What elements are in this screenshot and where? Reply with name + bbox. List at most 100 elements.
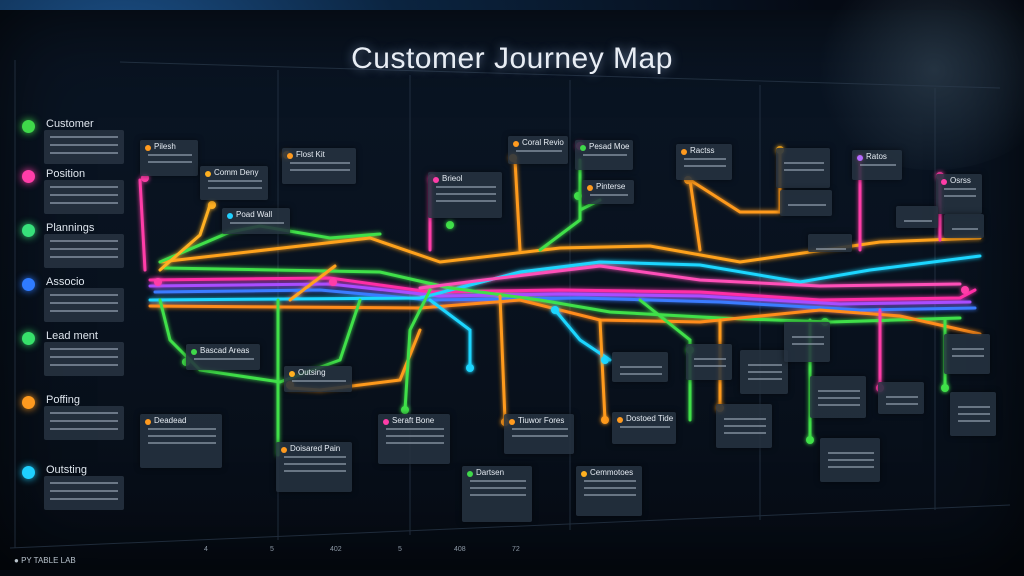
card-title: Coral Revio [522, 138, 564, 147]
status-dot [941, 179, 947, 185]
status-dot [513, 141, 519, 147]
touchpoint-card[interactable]: Osrss [936, 174, 982, 214]
touchpoint-card[interactable]: Pilesh [140, 140, 198, 176]
path-green [163, 266, 962, 324]
touchpoint-card[interactable]: Seraft Bone [378, 414, 450, 464]
status-dot [145, 145, 151, 151]
node[interactable] [154, 278, 162, 286]
status-dot [433, 177, 439, 183]
status-dot [383, 419, 389, 425]
status-dot [289, 371, 295, 377]
node[interactable] [961, 286, 969, 294]
touchpoint-card[interactable]: Ratos [852, 150, 902, 180]
info-panel [686, 344, 732, 380]
touchpoint-card[interactable]: Brieol [428, 172, 502, 218]
info-panel [944, 214, 984, 238]
path-green-rise [538, 158, 582, 252]
touchpoint-card[interactable]: Doisared Pain [276, 442, 352, 492]
status-dot [617, 417, 623, 423]
card-title: Comm Deny [214, 168, 259, 177]
info-panel [716, 404, 772, 448]
info-panel [950, 392, 996, 436]
info-panel [776, 148, 830, 188]
stage-details [44, 234, 124, 268]
card-title: Pilesh [154, 142, 176, 151]
info-panel [820, 438, 880, 482]
status-dot [191, 349, 197, 355]
path-green-drop2 [403, 288, 432, 412]
path-orange-drop2 [498, 294, 507, 422]
touchpoint-card[interactable]: Flost Kit [282, 148, 356, 184]
node[interactable] [208, 201, 216, 209]
axis-tick: 72 [512, 546, 520, 553]
status-dot [227, 213, 233, 219]
stage-dot-icon [22, 332, 35, 345]
card-title: Tiuwor Fores [518, 416, 565, 425]
node[interactable] [601, 356, 609, 364]
touchpoint-card[interactable]: Coral Revio [508, 136, 568, 164]
touchpoint-card[interactable]: Dartsen [462, 466, 532, 522]
axis-tick: 5 [398, 546, 402, 553]
path-orange-rise [513, 158, 522, 252]
node[interactable] [401, 406, 409, 414]
stage-label: Outsting [46, 464, 87, 476]
node[interactable] [466, 364, 474, 372]
path-blue [153, 288, 977, 312]
touchpoint-card[interactable]: Cemmotoes [576, 466, 642, 516]
status-dot [287, 153, 293, 159]
status-dot [145, 419, 151, 425]
stage-dot-icon [22, 170, 35, 183]
axis-tick: 4 [204, 546, 208, 553]
path-orange [158, 236, 982, 264]
touchpoint-card[interactable]: Pinterse [582, 180, 634, 204]
info-panel [784, 322, 830, 362]
touchpoint-card[interactable]: Comm Deny [200, 166, 268, 200]
stage-dot-icon [22, 224, 35, 237]
touchpoint-card[interactable]: Bascad Areas [186, 344, 260, 370]
card-title: Deadead [154, 416, 187, 425]
node[interactable] [446, 221, 454, 229]
stage-label: Customer [46, 118, 94, 130]
path-orange-drop3 [598, 318, 607, 422]
node[interactable] [601, 416, 609, 424]
node[interactable] [329, 278, 337, 286]
axis-tick: 402 [330, 546, 342, 553]
touchpoint-card[interactable]: Deadead [140, 414, 222, 468]
footer-text: PY TABLE LAB [21, 556, 76, 565]
node[interactable] [574, 192, 582, 200]
stage-label: Poffing [46, 394, 81, 406]
status-dot [467, 471, 473, 477]
card-title: Pesad Moe [589, 142, 630, 151]
touchpoint-card[interactable]: Tiuwor Fores [504, 414, 574, 454]
info-panel [878, 382, 924, 414]
path-orange-flat [288, 264, 337, 302]
card-title: Ractss [690, 146, 715, 155]
status-dot [681, 149, 687, 155]
card-title: Brieol [442, 174, 463, 183]
stage-details [44, 406, 124, 440]
info-panel [810, 376, 866, 418]
node[interactable] [141, 174, 149, 182]
path-cyan [148, 254, 982, 302]
node[interactable] [806, 436, 814, 444]
path-pink2 [418, 264, 962, 290]
page-title: Customer Journey Map [351, 42, 673, 75]
touchpoint-card[interactable]: Outsing [284, 366, 352, 392]
status-dot [581, 471, 587, 477]
touchpoint-card[interactable]: Pesad Moe [575, 140, 633, 170]
info-panel [896, 206, 938, 228]
touchpoint-card[interactable]: Dostoed Tide [612, 412, 676, 444]
info-panel [740, 350, 788, 394]
info-panel [808, 234, 852, 252]
touchpoint-card[interactable]: Ractss [676, 144, 732, 180]
path-green-drop [158, 298, 362, 384]
touchpoint-card[interactable]: Poad Wall [222, 208, 290, 234]
stage-details [44, 476, 124, 510]
card-title: Poad Wall [236, 210, 273, 219]
card-title: Cemmotoes [590, 468, 634, 477]
node[interactable] [941, 384, 949, 392]
status-dot [587, 185, 593, 191]
card-title: Outsing [298, 368, 326, 377]
node[interactable] [551, 306, 559, 314]
